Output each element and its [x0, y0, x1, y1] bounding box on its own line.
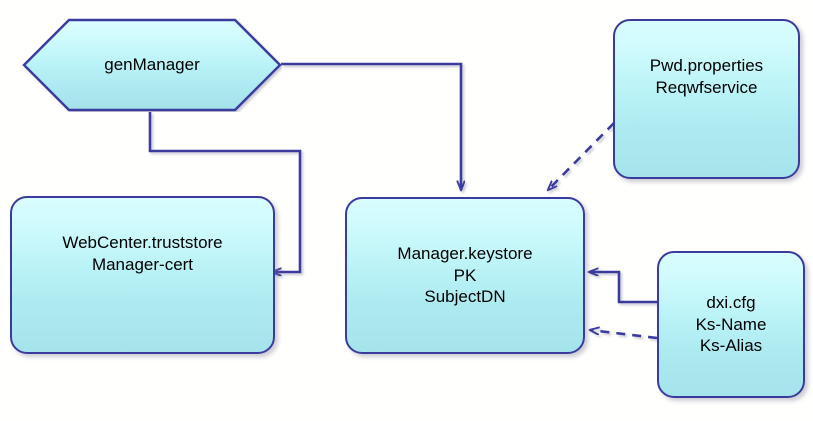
hexagon-shape [22, 18, 282, 112]
edge-dxicfg-to-keystore-dashed [590, 330, 658, 340]
node-pwd-properties-label: Pwd.properties Reqwfservice [649, 56, 764, 97]
node-manager-keystore-label: Manager.keystore PK SubjectDN [397, 243, 533, 307]
node-webcenter-truststore[interactable]: WebCenter.truststore Manager-cert [10, 196, 275, 354]
node-dxi-cfg[interactable]: dxi.cfg Ks-Name Ks-Alias [657, 251, 805, 398]
node-genmanager-label: genManager [104, 55, 200, 75]
node-manager-keystore[interactable]: Manager.keystore PK SubjectDN [345, 197, 585, 354]
edge-genmanager-to-keystore [281, 62, 461, 190]
edge-pwd-to-keystore [548, 122, 615, 190]
node-dxi-cfg-label: dxi.cfg Ks-Name Ks-Alias [695, 292, 767, 356]
edge-dxicfg-to-keystore-solid [589, 272, 657, 304]
node-genmanager[interactable]: genManager [22, 18, 282, 112]
node-pwd-properties[interactable]: Pwd.properties Reqwfservice [613, 19, 800, 179]
node-webcenter-truststore-label: WebCenter.truststore Manager-cert [62, 233, 223, 274]
